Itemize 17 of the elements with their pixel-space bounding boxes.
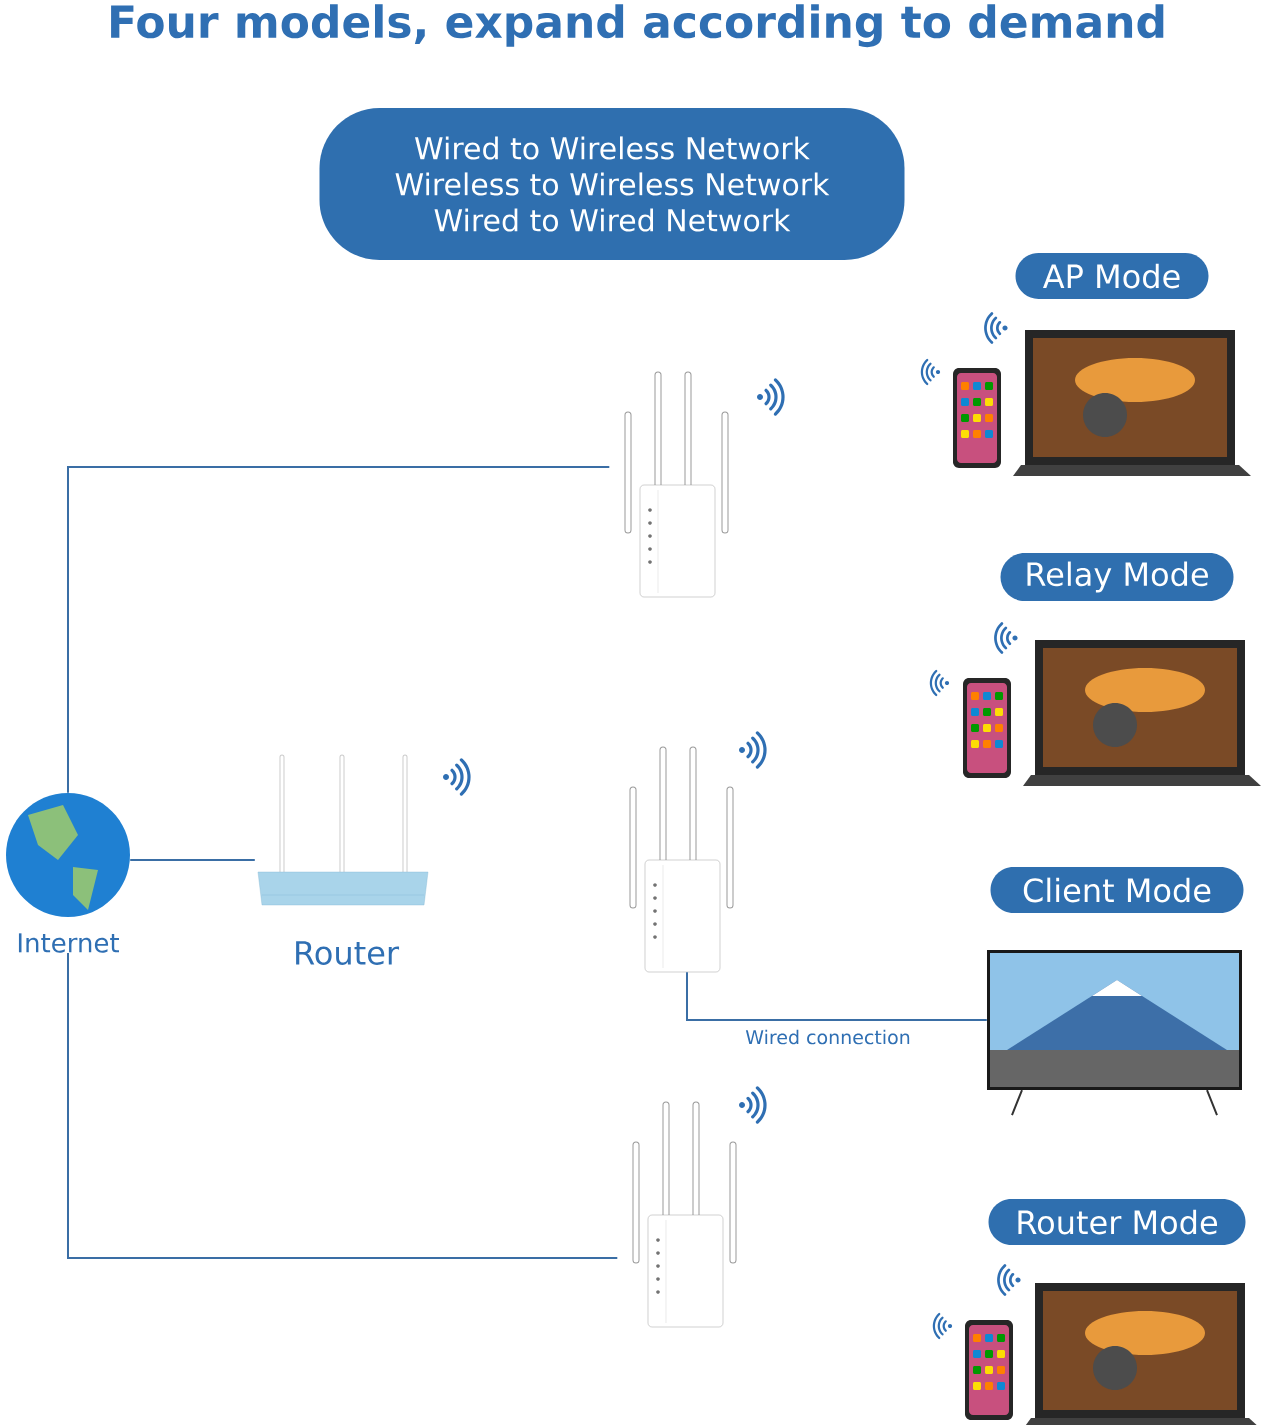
node-label: Internet — [18, 933, 119, 953]
extender-drawing — [624, 371, 729, 598]
connection-line — [129, 859, 256, 862]
extender-drawing — [632, 1101, 737, 1328]
edge-label: Wired connection — [744, 1028, 912, 1046]
network-types-box: Wired to Wireless Network Wireless to Wireless Network Wired to Wired Network — [319, 108, 905, 260]
tv-drawing — [987, 950, 1242, 1116]
title: Four models, expand according to demand — [111, 4, 1164, 48]
connection-line — [686, 971, 988, 1021]
connection-line — [67, 466, 611, 794]
connection-line — [67, 952, 619, 1259]
mode-label: Router Mode — [988, 1199, 1246, 1245]
node-label: Router — [296, 941, 400, 965]
mode-label: Client Mode — [990, 867, 1244, 913]
mode-label: AP Mode — [1015, 253, 1209, 299]
mode-label: Relay Mode — [1000, 553, 1234, 601]
extender-drawing — [629, 746, 734, 973]
